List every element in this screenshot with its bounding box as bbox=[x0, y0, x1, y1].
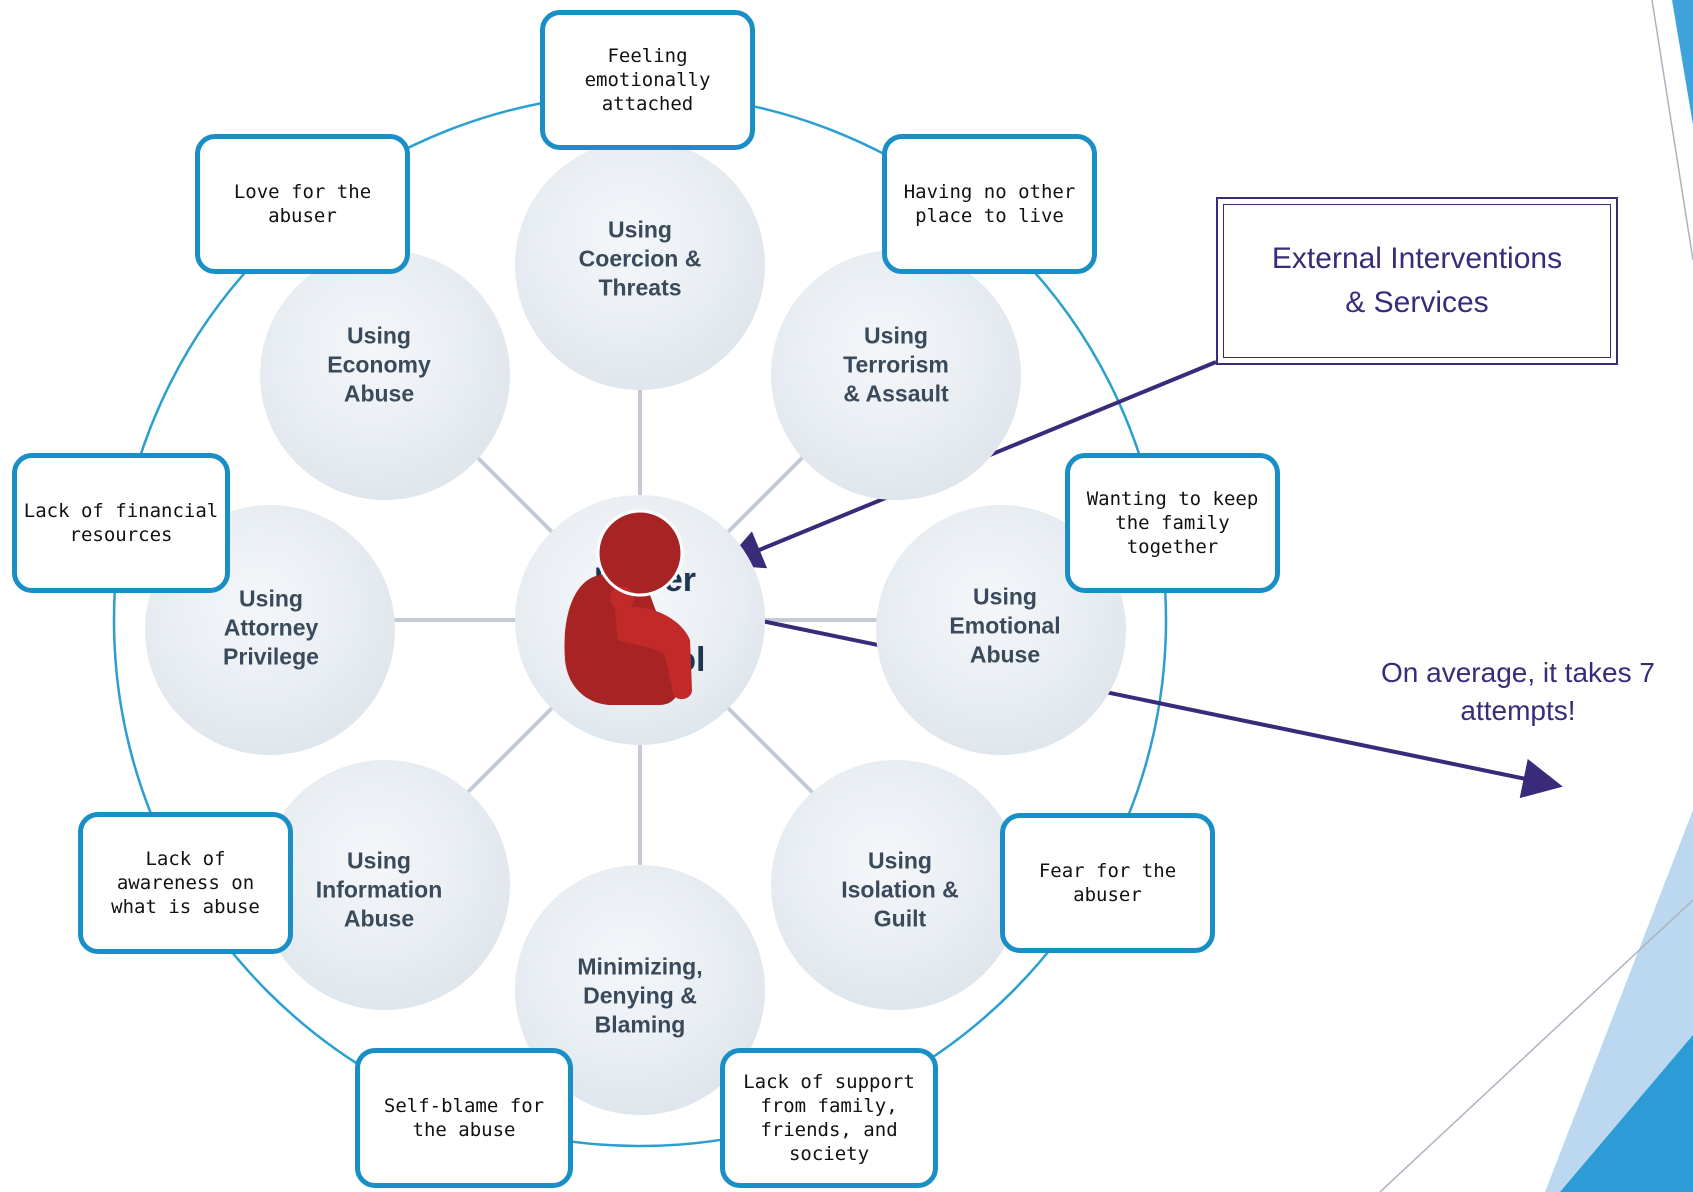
reason-text: Lack of awareness on what is abuse bbox=[111, 848, 260, 918]
spoke-label-emotional: Using Emotional Abuse bbox=[949, 583, 1061, 668]
spoke-circle-coercion bbox=[515, 140, 765, 390]
reason-text: Self-blame for the abuse bbox=[383, 1095, 545, 1141]
reason-box-lack-awareness: Lack of awareness on what is abuse bbox=[78, 812, 293, 954]
external-interventions-box: External Interventions & Services bbox=[1216, 197, 1618, 365]
reason-text: Feeling emotionally attached bbox=[584, 45, 711, 115]
reason-text: Wanting to keep the family together bbox=[1086, 488, 1259, 558]
corner-dark-shape bbox=[1560, 1035, 1693, 1192]
reason-text: Fear for the abuser bbox=[1038, 860, 1177, 906]
spoke-circle-information bbox=[260, 760, 510, 1010]
reason-box-self-blame: Self-blame for the abuse bbox=[355, 1048, 573, 1188]
reason-box-no-other-place: Having no other place to live bbox=[882, 134, 1097, 274]
hub-label: Power & Control bbox=[584, 561, 706, 679]
spoke-label-isolation: Using Isolation & Guilt bbox=[841, 847, 959, 932]
reason-box-love: Love for the abuser bbox=[195, 134, 410, 274]
reason-box-keep-family: Wanting to keep the family together bbox=[1065, 453, 1280, 593]
corner-thin-line-top bbox=[1651, 0, 1693, 261]
reason-text: Lack of support from family, friends, an… bbox=[743, 1071, 915, 1165]
reason-text: Lack of financial resources bbox=[23, 500, 219, 546]
spoke-label-attorney: Using Attorney Privilege bbox=[223, 585, 319, 670]
reason-box-emotionally-attached: Feeling emotionally attached bbox=[540, 10, 755, 150]
spoke-label-economy: Using Economy Abuse bbox=[327, 322, 431, 407]
spoke-circle-economy bbox=[260, 250, 510, 500]
arrow-to-attempts bbox=[727, 612, 1563, 799]
reason-box-lack-support: Lack of support from family, friends, an… bbox=[720, 1048, 938, 1188]
corner-triangle-top bbox=[1672, 0, 1693, 125]
external-interventions-text: External Interventions & Services bbox=[1271, 242, 1563, 319]
corner-thin-line-bottom bbox=[1379, 899, 1693, 1192]
reason-text: Love for the abuser bbox=[233, 181, 372, 227]
spoke-label-minimizing: Minimizing, Denying & Blaming bbox=[577, 953, 703, 1038]
spoke-circle-isolation bbox=[771, 760, 1021, 1010]
reason-box-fear: Fear for the abuser bbox=[1000, 813, 1215, 953]
reason-text: Having no other place to live bbox=[903, 181, 1076, 227]
spoke-label-information: Using Information Abuse bbox=[315, 847, 443, 932]
spoke-label-coercion: Using Coercion & Threats bbox=[578, 216, 702, 301]
reason-box-lack-financial: Lack of financial resources bbox=[12, 453, 230, 593]
spoke-label-terrorism: Using Terrorism & Assault bbox=[843, 322, 949, 407]
attempts-note: On average, it takes 7 attempts! bbox=[1381, 657, 1655, 726]
spoke-circle-terrorism bbox=[771, 250, 1021, 500]
